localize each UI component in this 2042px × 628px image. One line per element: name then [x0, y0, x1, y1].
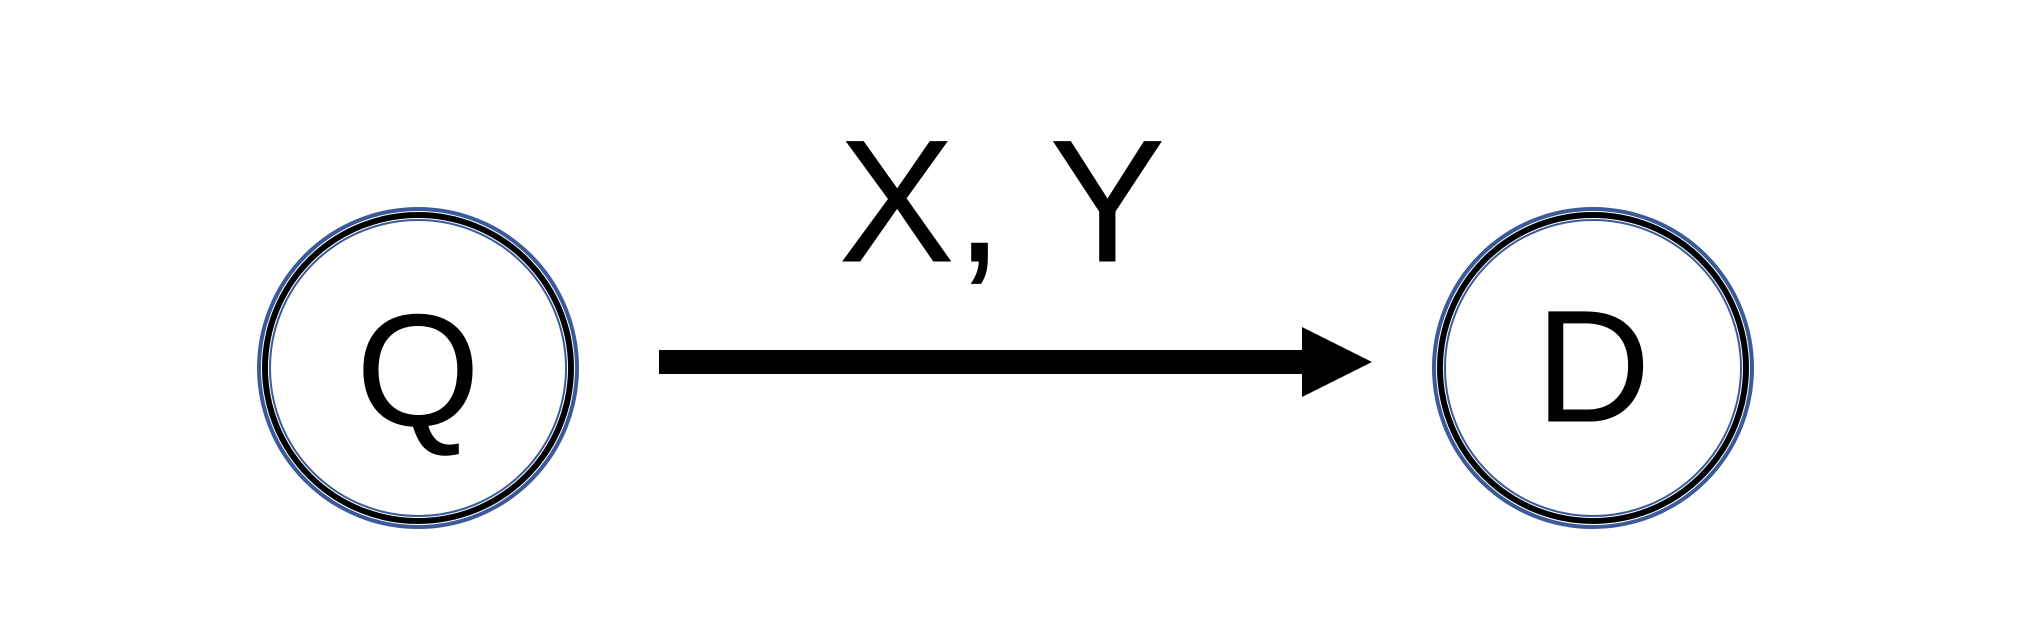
node-d-outline-outer: [1432, 207, 1754, 529]
edge-label: X, Y: [838, 105, 1166, 300]
edge-arrow-shaft: [659, 350, 1305, 374]
edge-q-to-d: X, Y: [659, 105, 1372, 397]
node-q-label: Q: [356, 281, 480, 460]
node-q-outline-inner: [269, 219, 567, 517]
node-d-outline: [1437, 212, 1749, 524]
edge-arrowhead: [1302, 327, 1372, 397]
node-q-outline-outer: [257, 207, 579, 529]
node-q: Q: [257, 207, 579, 529]
node-d-label: D: [1535, 277, 1651, 456]
node-d: D: [1432, 207, 1754, 529]
node-q-outline: [262, 212, 574, 524]
node-d-outline-inner: [1444, 219, 1742, 517]
